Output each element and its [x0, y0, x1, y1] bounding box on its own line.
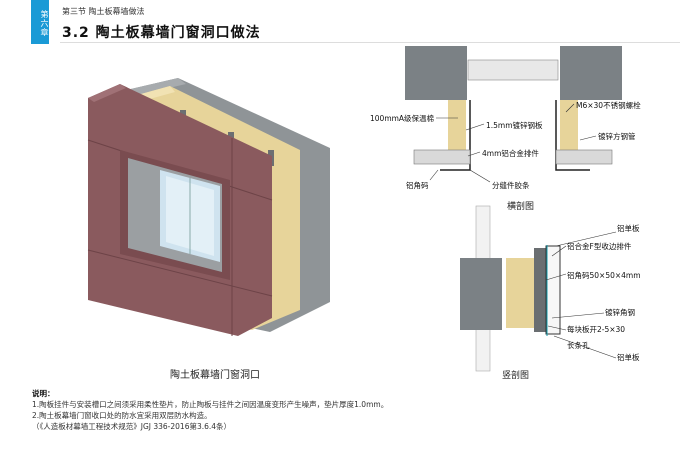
horizontal-section-title: 横剖图 [507, 202, 535, 212]
vertical-section-title: 竖剖图 [502, 371, 530, 381]
section-subtitle: 第三节 陶土板幕墙做法 [62, 7, 145, 16]
header-divider [60, 42, 680, 43]
notes-line-2: 2.陶土板幕墙门窗收口处的防水宜采用双层防水构造。 [32, 411, 212, 420]
label-galv-angle: 镀锌角钢 [605, 308, 635, 317]
label-galv-plate: 1.5mm镀锌钢板 [486, 121, 543, 130]
label-sealant: 分缝件胶条 [492, 181, 530, 190]
notes-line-1: 1.陶板挂件与安装槽口之间须采用柔性垫片，防止陶板与挂件之间因温度变形产生噪声，… [32, 400, 389, 409]
label-al-connector: 4mm铝合金排件 [482, 149, 539, 158]
label-al-panel-top: 铝单板 [617, 224, 640, 233]
notes-line-3: （《人造板材幕墙工程技术规范》JGJ 336-2016第3.6.4条） [32, 422, 232, 431]
label-f-profile: 铝合金F型收边排件 [567, 242, 632, 251]
figure-caption: 陶土板幕墙门窗洞口 [170, 370, 260, 381]
notes-heading: 说明： [32, 389, 55, 398]
label-insulation: 100mmA级保温棉 [370, 114, 435, 123]
label-al-angle: 铝角码 [406, 181, 429, 190]
label-galv-tube: 镀锌方钢管 [598, 132, 636, 141]
label-bolt: M6×30不锈钢螺栓 [576, 101, 641, 110]
label-long-hole: 长条孔 [567, 341, 590, 350]
label-al-panel-bottom: 铝单板 [617, 353, 640, 362]
label-angle-code: 铝角码50×50×4mm [567, 271, 641, 280]
page-title: 3.2 陶土板幕墙门窗洞口做法 [62, 25, 261, 41]
label-slots: 每块板开2-5×30 [567, 325, 626, 334]
chapter-tab: 第六章 [31, 0, 49, 44]
notes-block: 说明： 1.陶板挂件与安装槽口之间须采用柔性垫片，防止陶板与挂件之间因温度变形产… [32, 388, 388, 432]
